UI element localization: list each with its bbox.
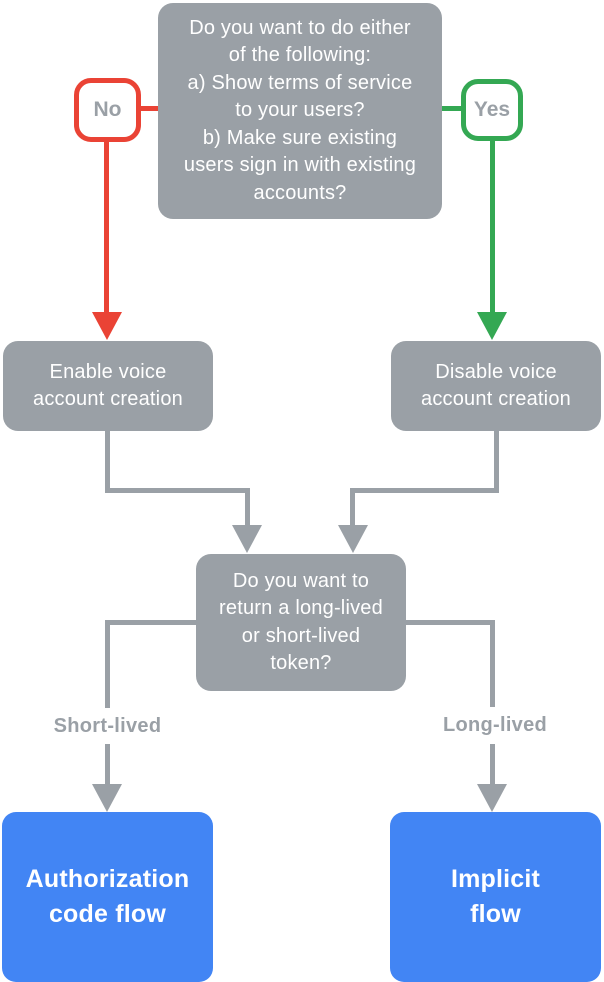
enable-connector-horizontal-line xyxy=(105,488,250,493)
result-node-authorization-code-flow: Authorization code flow xyxy=(2,812,213,982)
no-branch-horizontal-line xyxy=(138,106,159,111)
long-lived-horizontal-line xyxy=(406,620,495,625)
enable-connector-arrowhead-icon xyxy=(232,525,262,553)
disable-connector-vertical-line xyxy=(494,431,499,493)
result-node-implicit-flow: Implicit flow xyxy=(390,812,601,982)
long-lived-arrowhead-icon xyxy=(477,784,507,812)
short-lived-label: Short-lived xyxy=(23,708,192,744)
disable-connector-drop-line xyxy=(350,488,355,528)
disable-connector-arrowhead-icon xyxy=(338,525,368,553)
node-enable-voice-account-creation: Enable voice account creation xyxy=(3,341,213,431)
no-badge: No xyxy=(74,78,141,142)
yes-branch-arrowhead-icon xyxy=(477,312,507,340)
yes-branch-vertical-line xyxy=(490,137,495,314)
short-lived-vertical-line xyxy=(105,620,110,785)
disable-connector-horizontal-line xyxy=(350,488,499,493)
decision-node-terms-of-service: Do you want to do either of the followin… xyxy=(158,3,442,219)
short-lived-horizontal-line xyxy=(105,620,196,625)
long-lived-vertical-line xyxy=(490,620,495,785)
yes-branch-horizontal-line xyxy=(442,106,462,111)
no-branch-vertical-line xyxy=(104,138,109,314)
yes-badge: Yes xyxy=(461,79,523,141)
short-lived-arrowhead-icon xyxy=(92,784,122,812)
enable-connector-vertical-line xyxy=(105,431,110,493)
node-disable-voice-account-creation: Disable voice account creation xyxy=(391,341,601,431)
no-branch-arrowhead-icon xyxy=(92,312,122,340)
decision-node-token-lifetime: Do you want to return a long-lived or sh… xyxy=(196,554,406,691)
enable-connector-drop-line xyxy=(245,488,250,528)
long-lived-label: Long-lived xyxy=(410,707,580,744)
